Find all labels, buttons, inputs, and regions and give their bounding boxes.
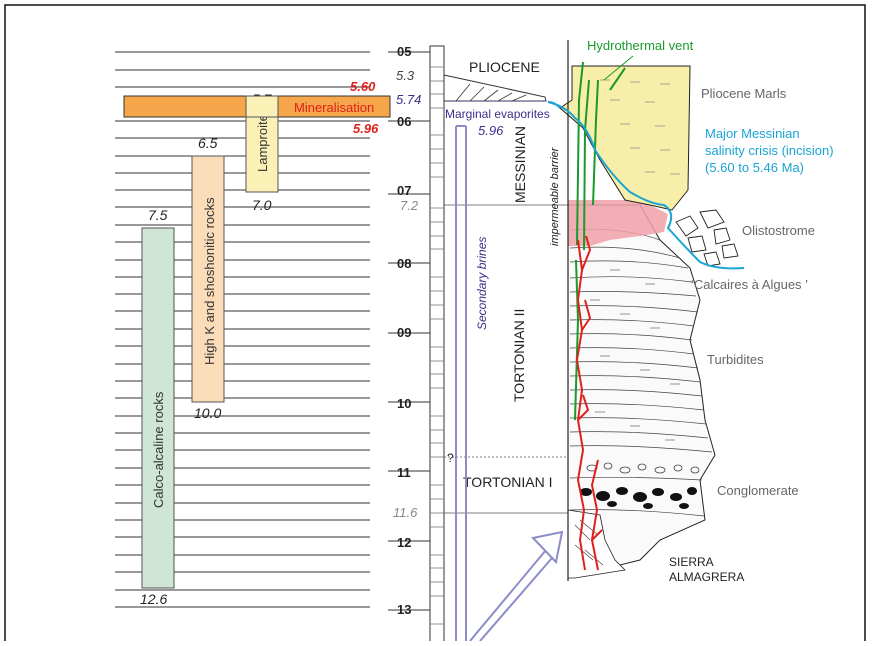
calco-alkaline-bottom-age: 12.6 — [140, 591, 167, 607]
tick-label: 10 — [397, 396, 411, 411]
mineralisation-top-age: 5.60 — [350, 79, 376, 94]
salinity-crisis-label-line-3: (5.60 to 5.46 Ma) — [705, 160, 804, 175]
evaporite-age-label: 5.96 — [478, 123, 504, 138]
stage-pliocene: PLIOCENE — [469, 59, 540, 75]
high-k-bar: 6.5 10.0 High K and shoshonitic rocks — [192, 135, 224, 421]
time-tick-labels: 05 06 07 08 09 10 11 12 13 — [397, 44, 411, 617]
high-k-top-age: 6.5 — [198, 135, 218, 151]
high-k-label: High K and shoshonitic rocks — [202, 197, 217, 365]
sierra-label-line-2: ALMAGRERA — [669, 570, 744, 584]
tick-label: 08 — [397, 256, 411, 271]
age-label-11-6: 11.6 — [393, 505, 418, 520]
uncertain-boundary-mark: ? — [447, 451, 454, 465]
high-k-bottom-age: 10.0 — [194, 405, 221, 421]
turbidites-label: Turbidites — [707, 352, 764, 367]
olistostrome-label: Olistostrome — [742, 223, 815, 238]
marginal-evaporites-label: Marginal evaporites — [445, 107, 550, 121]
age-label-5-74: 5.74 — [396, 92, 421, 107]
tick-label: 05 — [397, 44, 411, 59]
tick-label: 06 — [397, 114, 411, 129]
tick-label: 11 — [397, 465, 411, 480]
hydrothermal-vent-label: Hydrothermal vent — [587, 38, 694, 53]
calco-alkaline-label: Calco-alcaline rocks — [151, 391, 166, 508]
tick-label: 07 — [397, 183, 411, 198]
age-label-5-3: 5.3 — [396, 68, 415, 83]
incision-start — [548, 102, 560, 108]
stage-tortonian-ii: TORTONIAN II — [511, 309, 527, 402]
calcaires-label: ‘Calcaires à Algues ’ — [691, 277, 808, 292]
conglomerate-label: Conglomerate — [717, 483, 799, 498]
salinity-crisis-label-line-1: Major Messinian — [705, 126, 800, 141]
mineralisation-bottom-age: 5.96 — [353, 121, 379, 136]
calco-alkaline-bar: 7.5 12.6 Calco-alcaline rocks — [140, 207, 174, 607]
stage-messinian: MESSINIAN — [512, 126, 528, 203]
tick-label: 13 — [397, 602, 411, 617]
salinity-crisis-label-line-2: salinity crisis (incision) — [705, 143, 834, 158]
impermeable-barrier-label: impermeable barrier — [549, 146, 561, 246]
age-label-7-2: 7.2 — [400, 198, 419, 213]
tick-label: 12 — [397, 535, 411, 550]
lamproites-bottom-age: 7.0 — [252, 197, 272, 213]
stage-boundaries — [444, 205, 572, 513]
pliocene-hatched-wedge — [444, 75, 548, 101]
secondary-brines-label: Secondary brines — [475, 237, 489, 330]
secondary-brines-arrow — [456, 126, 562, 641]
calco-alkaline-top-age: 7.5 — [148, 207, 168, 223]
stage-tortonian-i: TORTONIAN I — [463, 474, 552, 490]
time-scale-bar — [430, 46, 444, 641]
tick-label: 09 — [397, 325, 411, 340]
sierra-label-line-1: SIERRA — [669, 555, 714, 569]
pliocene-marls-label: Pliocene Marls — [701, 86, 787, 101]
mineralisation-label: Mineralisation — [294, 100, 374, 115]
